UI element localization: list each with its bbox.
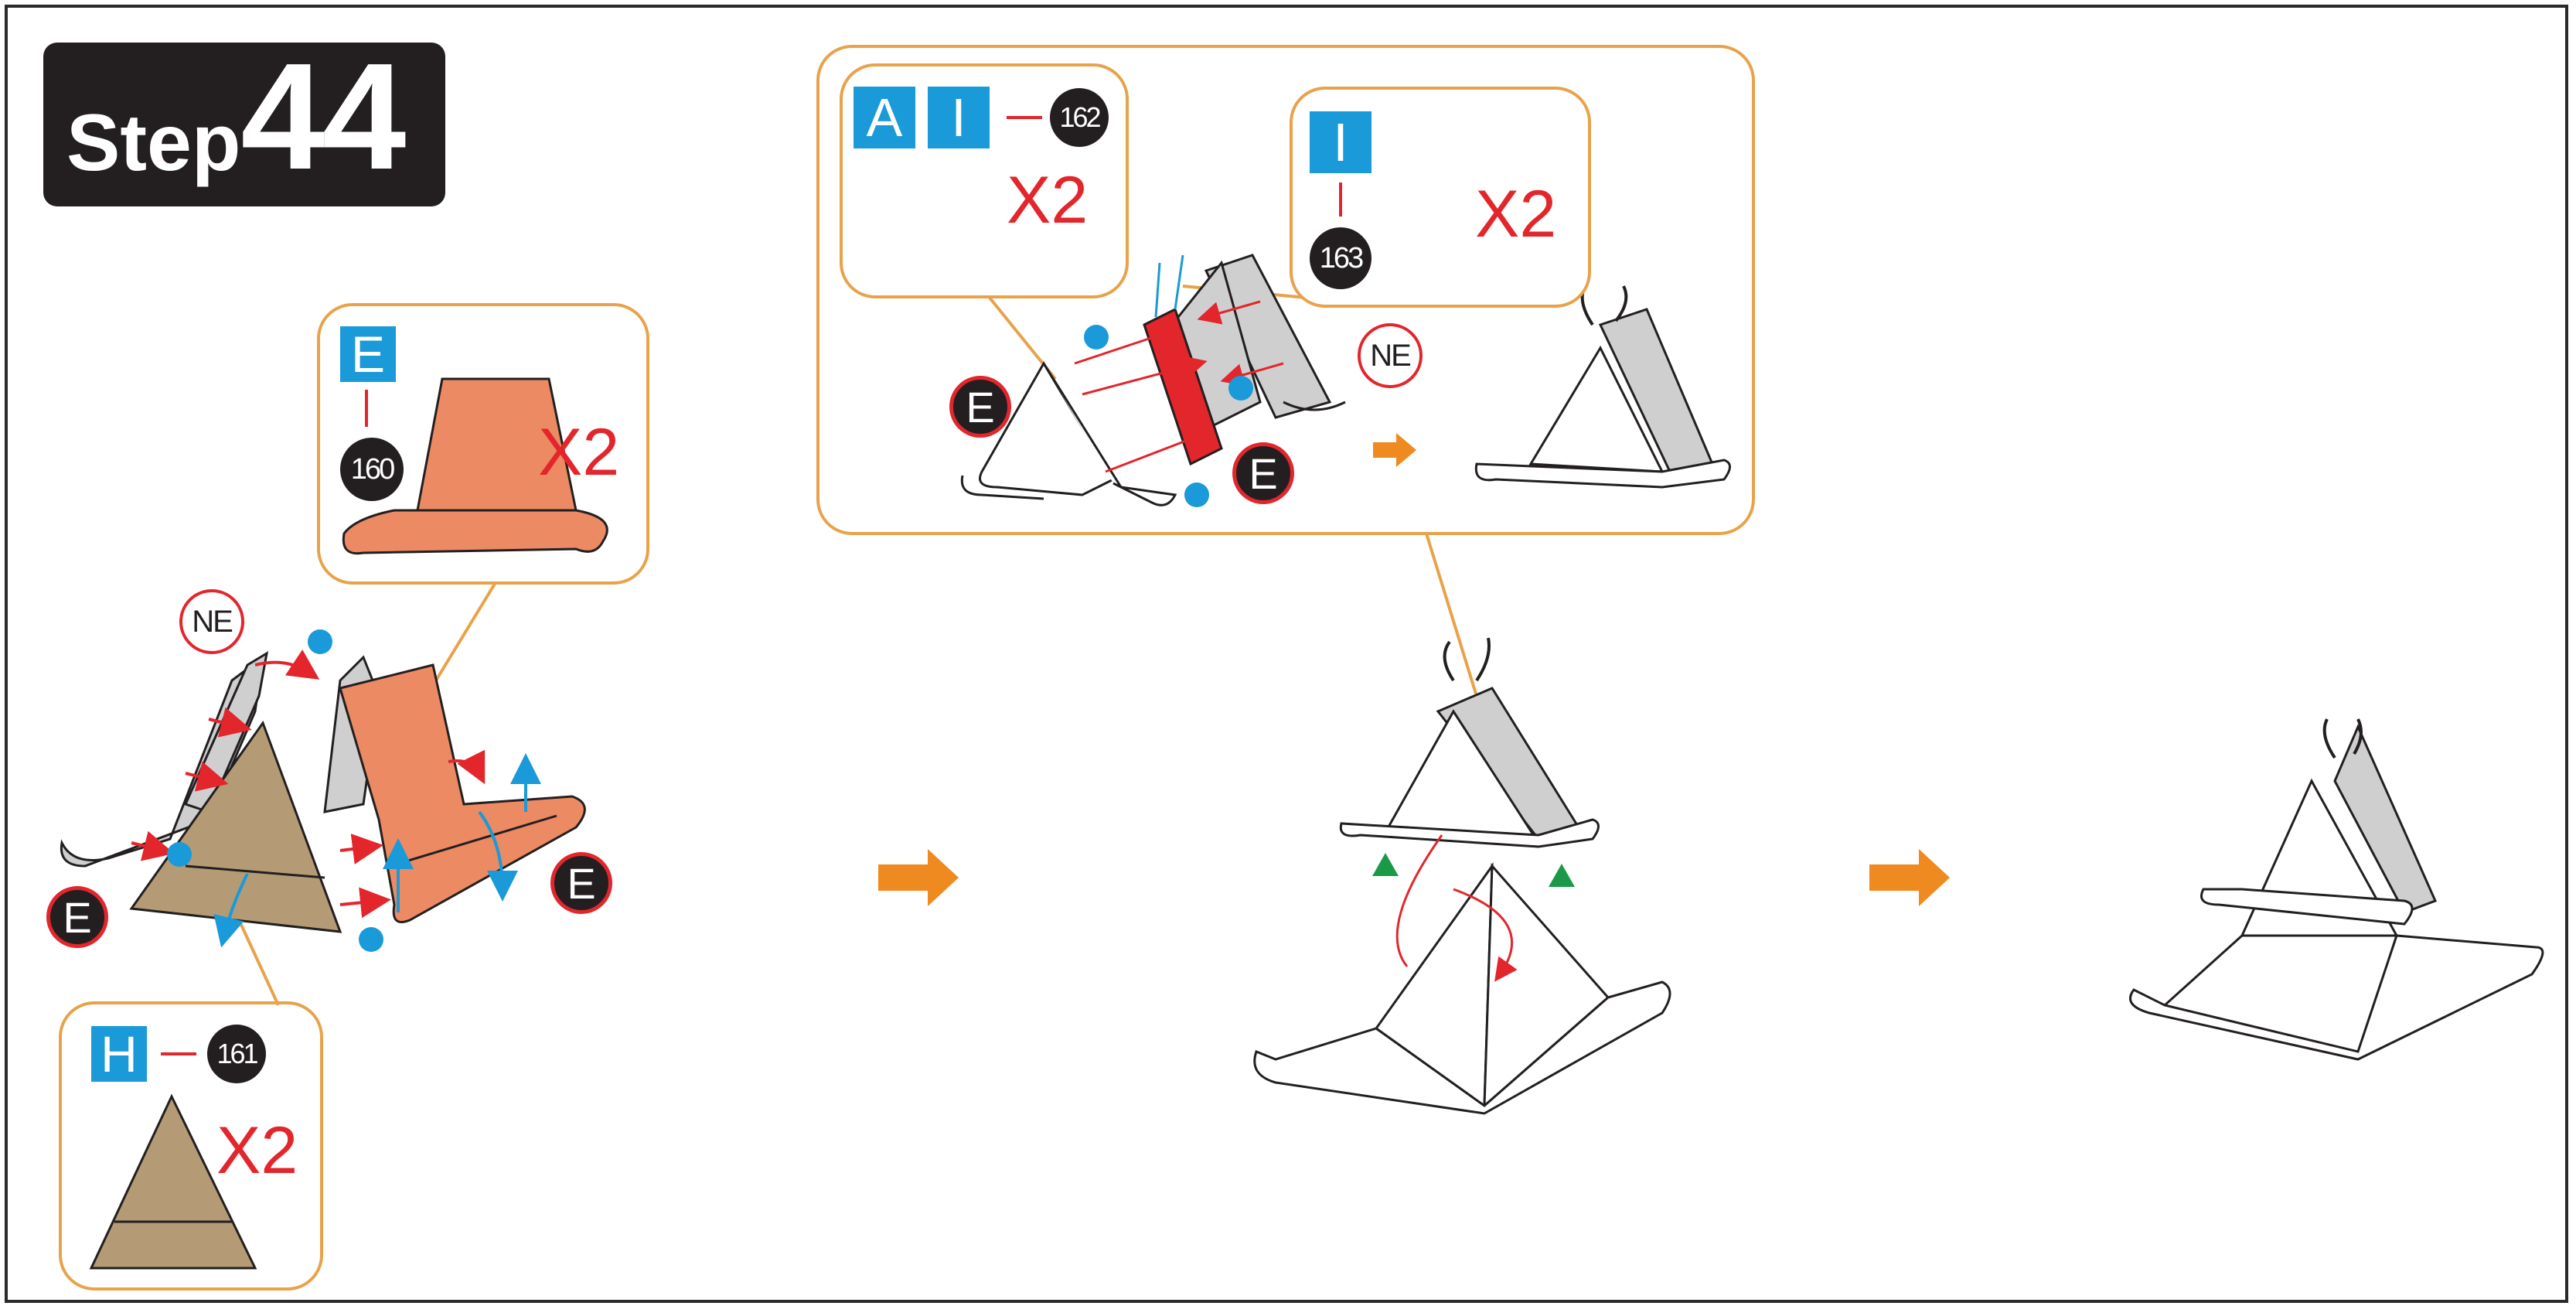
dot-marker-icon [1184,483,1209,507]
quantity-label: X2 [216,1113,298,1188]
arrow-right-icon [1869,849,1950,906]
part-letter-a: A [854,87,915,148]
page-frame [5,5,2568,1303]
dot-marker-icon [1084,325,1109,350]
part-letter-i: I [928,87,990,148]
callout-part-i: I 163 X2 [1290,87,1591,308]
callout-assembly-detail [816,45,1755,535]
part-number-163: 163 [1310,227,1371,289]
part-letter-e: E [340,326,396,383]
leader-dash [1339,182,1342,217]
leader-dash [161,1052,196,1055]
triangle-marker-icon [1549,864,1575,887]
marker-e: E [1232,442,1294,504]
arrow-right-icon [1373,433,1416,467]
marker-e: E [46,886,108,948]
leader-dash [1007,116,1042,119]
arrow-right-icon [878,849,959,906]
part-number-160: 160 [340,438,404,501]
part-number-161: 161 [207,1025,266,1083]
triangle-marker-icon [1372,853,1399,876]
callout-part-h: H 161 X2 [59,1001,323,1291]
quantity-label: X2 [1007,163,1089,237]
left-assembly [60,629,586,952]
quantity-label: X2 [538,415,620,489]
top-callout-drawing [960,254,1731,507]
dot-marker-icon [167,842,192,867]
part-e-panel [339,663,586,923]
leader-dash [365,390,368,427]
step-number: 44 [240,32,406,201]
dot-marker-icon [308,629,332,654]
marker-e: E [550,852,612,914]
part-number-162: 162 [1050,88,1109,147]
marker-ne: NE [1358,323,1423,388]
quantity-label: X2 [1475,177,1557,251]
dot-marker-icon [1228,376,1253,401]
part-i-red [1143,307,1223,466]
marker-e: E [949,376,1011,438]
base-flange [2129,934,2544,1061]
center-assembly [1253,637,1671,1115]
part-letter-i: I [1310,111,1371,173]
step-badge: Step 44 [43,32,445,206]
dot-marker-icon [359,927,383,952]
step-word: Step [66,98,241,188]
callout-part-e: E 160 X2 [317,303,649,585]
base-flange [1253,980,1671,1115]
part-h-icon [89,1093,257,1270]
callout-part-ai: A I 162 X2 [840,63,1129,298]
right-assembly [2129,718,2544,1061]
marker-ne: NE [179,589,244,654]
part-letter-h: H [91,1025,147,1083]
